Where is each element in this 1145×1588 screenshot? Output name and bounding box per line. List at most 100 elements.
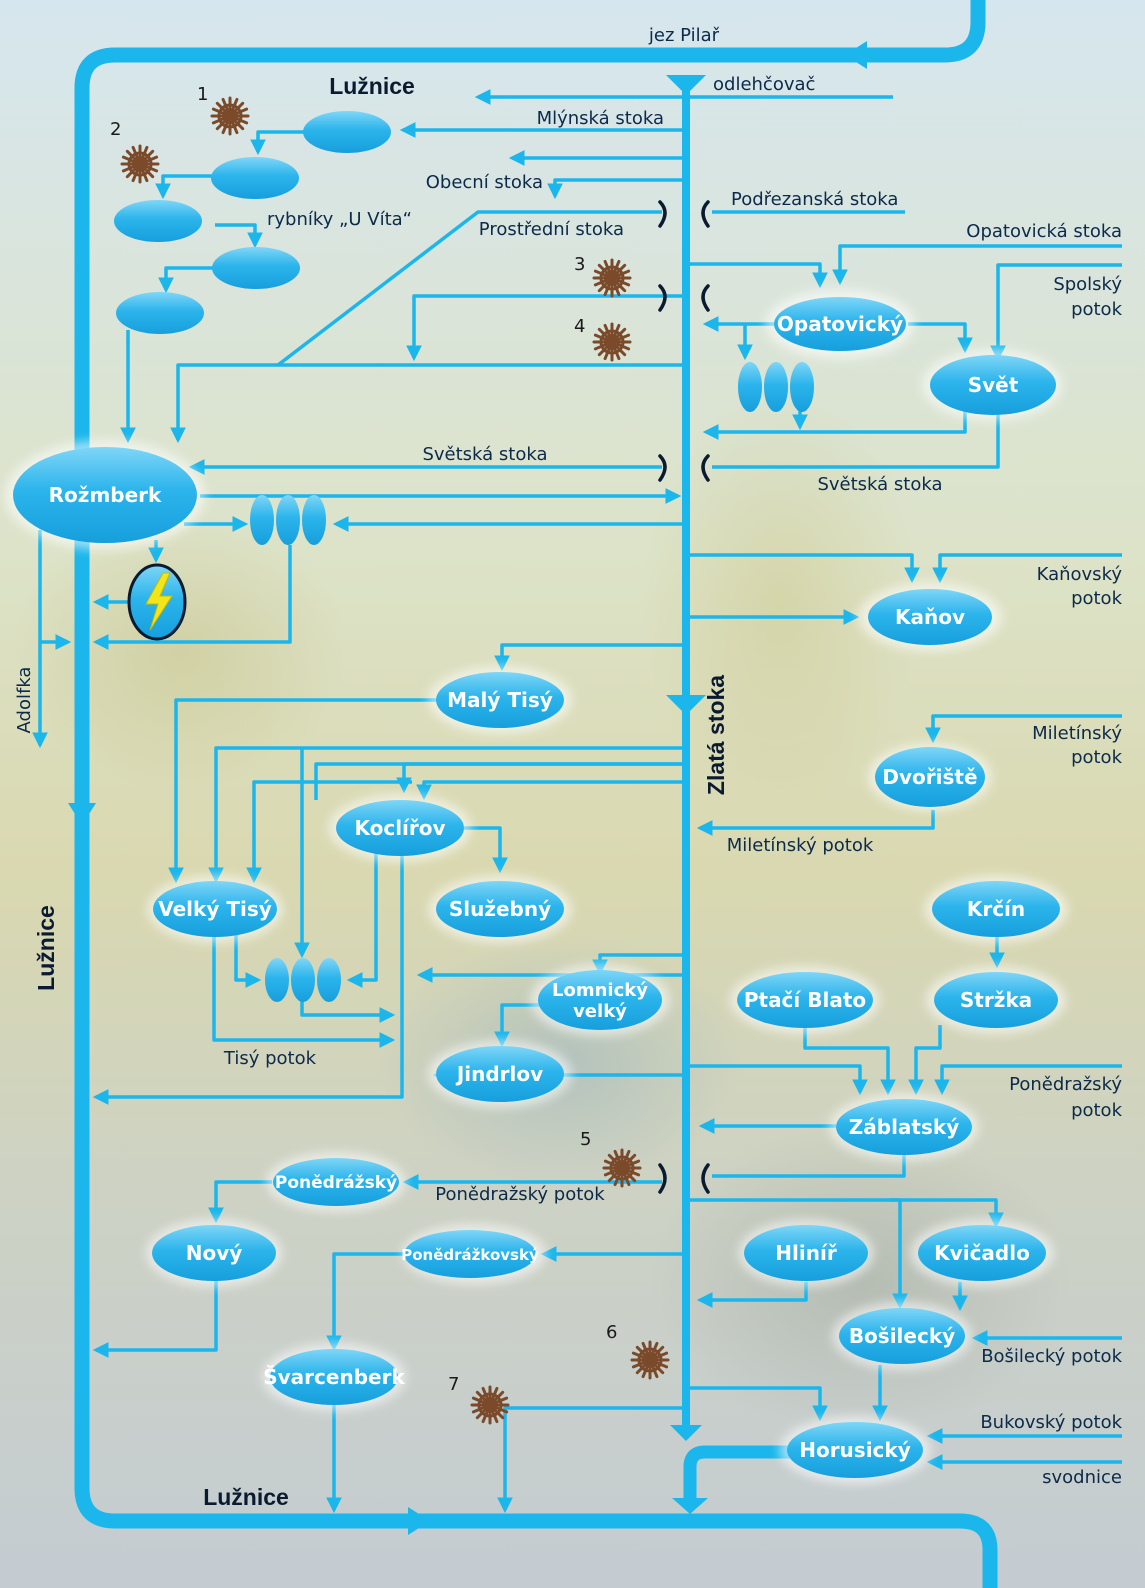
pond-label: Kaňov [895, 605, 965, 629]
pond-maly-tisy[interactable]: Malý Tisý [436, 672, 564, 728]
label-podrezanska-stoka: Podřezanská stoka [731, 189, 898, 210]
label-kanovsky-potok: potok [1071, 588, 1123, 609]
pond-label: velký [573, 1001, 627, 1022]
pond-zablatsky[interactable]: Záblatský [836, 1099, 972, 1155]
label-miletinsky-potok: Miletínský potok [727, 835, 874, 856]
pond-kocliruv[interactable]: Koclířov [336, 800, 464, 856]
mill-wheel-icon [470, 1385, 510, 1425]
pond-label: Stržka [960, 988, 1032, 1012]
pond-label: Rožmberk [49, 483, 162, 507]
pond-group-small [250, 362, 814, 1002]
lightning-icon [127, 563, 187, 641]
label-bosilecky-potok: Bošilecký potok [981, 1346, 1122, 1367]
pond-hlinir[interactable]: Hliníř [744, 1225, 868, 1281]
pond-label: Opatovický [777, 312, 903, 336]
pond-label: Kvičadlo [934, 1241, 1030, 1265]
label-jez-pilar: jez Pilař [648, 25, 720, 46]
label-svetska-stoka: Světská stoka [817, 474, 942, 495]
luznice-river [74, 0, 998, 1588]
label-kanovsky-potok: Kaňovský [1037, 564, 1123, 585]
mill-number: 7 [448, 1374, 459, 1395]
pond-horusicky[interactable]: Horusický [787, 1422, 923, 1478]
pond-kvicadlo[interactable]: Kvičadlo [918, 1225, 1046, 1281]
label-obecni-stoka: Obecní stoka [426, 172, 543, 193]
mill-number: 1 [197, 84, 208, 105]
canal-label-zlata-stoka: Zlatá stoka [703, 675, 729, 795]
river-label-luznice: Lužnice [203, 1484, 289, 1510]
pond-svarcenberk[interactable]: Švarcenberk [263, 1349, 405, 1405]
pond-strzka[interactable]: Stržka [934, 972, 1058, 1028]
river-label-luznice: Lužnice [329, 73, 415, 99]
mill-wheel-icon [592, 258, 632, 298]
pond-label: Ptačí Blato [744, 988, 866, 1012]
pond-label: Ponědrážský [275, 1173, 397, 1193]
mill-wheel-icon [120, 144, 160, 184]
pond-krcin[interactable]: Krčín [932, 881, 1060, 937]
mill-number: 4 [574, 316, 585, 337]
pond-ponedrazkovsky[interactable]: Ponědrážkovský [401, 1230, 539, 1278]
outflow-channel [683, 1445, 800, 1500]
small-ponds-u-vita [114, 111, 391, 334]
label-miletinsky-potok: potok [1071, 747, 1123, 768]
pond-novy[interactable]: Nový [152, 1225, 276, 1281]
label-prostredni-stoka: Prostřední stoka [479, 219, 624, 240]
flow-arrow [845, 41, 867, 69]
mill-number: 5 [580, 1129, 591, 1150]
pond-rozmberk[interactable]: Rožmberk [13, 447, 197, 543]
pond-dvoriste[interactable]: Dvořiště [875, 747, 985, 807]
label-spolsky-potok: potok [1071, 299, 1123, 320]
pond-label: Bošilecký [849, 1324, 955, 1348]
label-mlynska-stoka: Mlýnská stoka [537, 108, 664, 129]
label-tisy-potok: Tisý potok [223, 1048, 317, 1069]
pond-label: Ponědrážkovský [401, 1246, 539, 1264]
mill-wheel-icon [602, 1148, 642, 1188]
pond-svet[interactable]: Svět [930, 355, 1056, 415]
pond-kanov[interactable]: Kaňov [868, 589, 992, 645]
pond-sluzebny[interactable]: Služebný [436, 881, 564, 937]
pond-label: Krčín [967, 897, 1025, 921]
pond-velky-tisy[interactable]: Velký Tisý [153, 881, 277, 937]
flow-arrow [666, 75, 706, 95]
pond-label: Velký Tisý [158, 897, 272, 921]
flow-arrow [68, 803, 96, 825]
pond-label: Malý Tisý [447, 688, 553, 712]
pond-jindrlov[interactable]: Jindrlov [436, 1046, 564, 1102]
flow-arrow [666, 695, 706, 715]
label-spolsky-potok: Spolský [1053, 274, 1122, 295]
label-svodnice: svodnice [1042, 1467, 1122, 1488]
pond-label: Horusický [799, 1438, 911, 1462]
label-miletinsky-potok: Miletínský [1032, 723, 1122, 744]
flow-arrow [672, 1498, 708, 1514]
pond-label: Svět [968, 373, 1019, 397]
label-opatovicka-stoka: Opatovická stoka [966, 221, 1122, 242]
label-ponedrazsky-potok: potok [1071, 1100, 1123, 1121]
channels [32, 89, 1122, 1514]
mill-number: 2 [110, 119, 121, 140]
pond-ptaci-blato[interactable]: Ptačí Blato [737, 972, 873, 1028]
flow-arrow [408, 1507, 430, 1535]
label-ponedrazsky-potok: Ponědražský potok [435, 1184, 605, 1205]
pond-lomnicky-velky[interactable]: Lomnický velký [538, 970, 662, 1030]
pond-label: Koclířov [354, 816, 445, 840]
mill-wheel-icon [210, 96, 250, 136]
mill-number: 6 [606, 1322, 617, 1343]
label-bukovsky-potok: Bukovský potok [980, 1412, 1122, 1433]
pond-opatovicky[interactable]: Opatovický [774, 297, 906, 351]
pond-ponedrazsky[interactable]: Ponědrážský [273, 1158, 399, 1206]
pond-label: Hliníř [775, 1241, 837, 1265]
pond-label: Záblatský [849, 1115, 959, 1139]
pond-label: Nový [186, 1241, 243, 1265]
label-odlehcovac: odlehčovač [713, 74, 815, 95]
flow-arrow [670, 1425, 702, 1441]
mill-number: 3 [574, 254, 585, 275]
label-ponedrazsky-potok: Ponědražský [1009, 1074, 1122, 1095]
pond-label: Lomnický [552, 980, 648, 1001]
pond-bosilecky[interactable]: Bošilecký [839, 1308, 965, 1364]
pond-label: Služebný [449, 897, 551, 921]
pond-label: Jindrlov [455, 1062, 543, 1086]
mill-wheel-icon [592, 322, 632, 362]
channel-label-adolfka: Adolfka [14, 667, 35, 734]
weir-bracket-icon [658, 200, 710, 1194]
label-rybniky-u-vita: rybníky „U Víta“ [267, 209, 412, 230]
